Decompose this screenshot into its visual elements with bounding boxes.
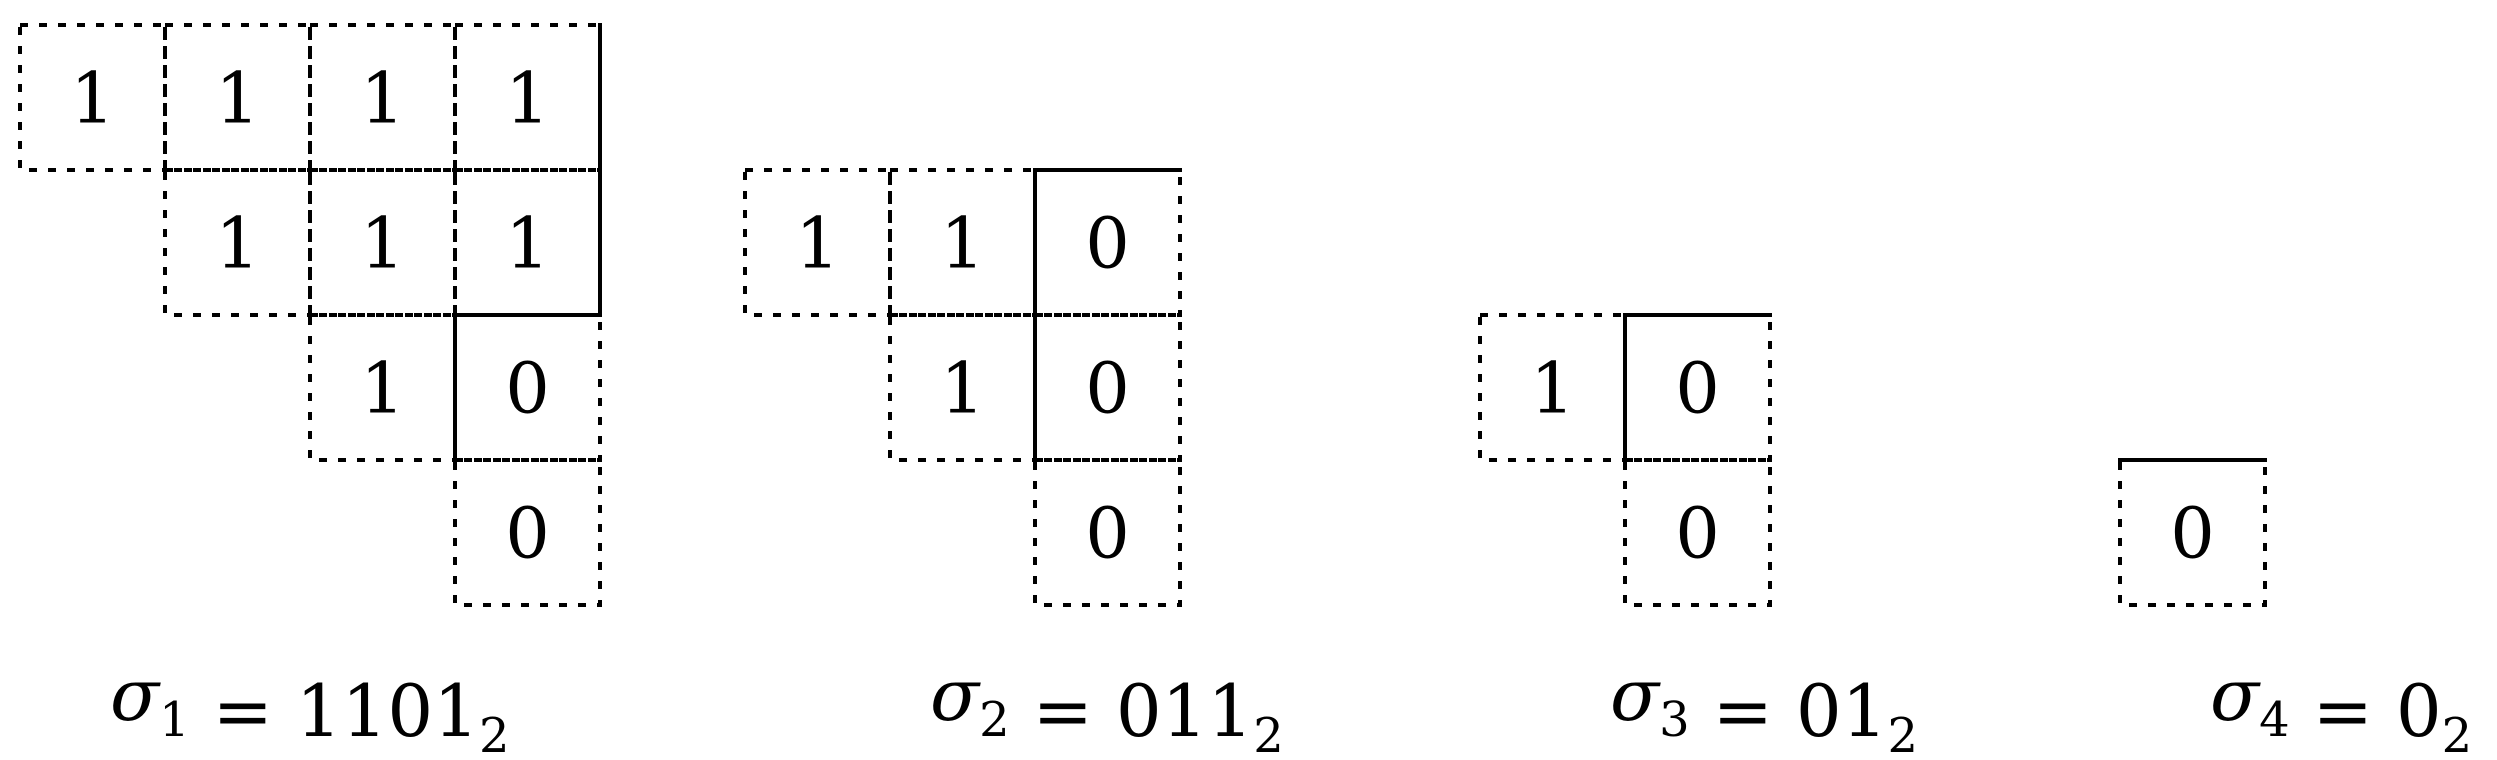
- label-equals: =: [1033, 669, 1093, 753]
- cell-border: [163, 23, 312, 172]
- cell-digit: 1: [215, 203, 260, 285]
- label-sigma: σ: [110, 653, 161, 737]
- cell-digit: 1: [215, 58, 260, 140]
- cell-border: [1033, 313, 1182, 462]
- cell-border: [743, 168, 892, 317]
- label-index: 2: [979, 692, 1010, 748]
- cell-border: [888, 313, 1037, 462]
- cell-border: [888, 168, 1037, 317]
- label-bits: 01: [1796, 669, 1888, 753]
- label-equals: =: [2313, 669, 2373, 753]
- label-index: 4: [2259, 692, 2290, 748]
- label-base: 2: [1253, 708, 1284, 760]
- label-bits: 0: [2396, 669, 2442, 753]
- label-index: 3: [1659, 692, 1690, 748]
- cell-digit: 0: [1085, 493, 1130, 575]
- cell-border: [1033, 168, 1182, 317]
- sigma-label: σ2 = 0112: [930, 653, 1284, 760]
- cell-digits: 1 1 1 1 1 1 1 1 0 0 1 1 0 1 0 0 1 0 0 0: [70, 58, 2215, 575]
- sigma-label: σ1 = 11012: [110, 653, 510, 760]
- cell-digit: 0: [505, 493, 550, 575]
- label-sigma: σ: [930, 653, 981, 737]
- cell-border: [308, 23, 457, 172]
- cell-digit: 0: [2170, 493, 2215, 575]
- cell-digit: 0: [505, 348, 550, 430]
- cell-digit: 1: [505, 58, 550, 140]
- sigma-label: σ3 = 012: [1610, 653, 1918, 760]
- cell-digit: 1: [940, 348, 985, 430]
- cell-border: [453, 313, 602, 462]
- cell-digit: 0: [1675, 348, 1720, 430]
- label-sigma: σ: [1610, 653, 1661, 737]
- cell-digit: 1: [360, 348, 405, 430]
- label-equals: =: [213, 669, 273, 753]
- cell-border: [308, 168, 457, 317]
- cell-digit: 0: [1085, 348, 1130, 430]
- cell-digit: 1: [1530, 348, 1575, 430]
- label-base: 2: [2442, 708, 2473, 760]
- cell-digit: 1: [360, 203, 405, 285]
- sigma-label: σ4 = 02: [2210, 653, 2472, 760]
- solid-boundary-path: [453, 23, 2267, 462]
- cell-border: [1623, 313, 1772, 462]
- cell-border: [308, 313, 457, 462]
- cell-border: [2118, 458, 2267, 607]
- cell-border: [1033, 458, 1182, 607]
- cell-digit: 1: [795, 203, 840, 285]
- label-base: 2: [479, 708, 510, 760]
- cell-digit: 1: [940, 203, 985, 285]
- cell-digit: 1: [70, 58, 115, 140]
- cell-border: [18, 23, 167, 172]
- label-bits: 011: [1116, 669, 1253, 753]
- cell-digit: 0: [1085, 203, 1130, 285]
- cell-border: [1623, 458, 1772, 607]
- label-sigma: σ: [2210, 653, 2261, 737]
- cell-border: [453, 23, 602, 172]
- cell-border: [453, 458, 602, 607]
- label-base: 2: [1887, 708, 1918, 760]
- label-bits: 1101: [296, 669, 479, 753]
- label-equals: =: [1713, 669, 1773, 753]
- cell-digit: 0: [1675, 493, 1720, 575]
- cell-border: [163, 168, 312, 317]
- cell-digit: 1: [360, 58, 405, 140]
- cell-border: [1478, 313, 1627, 462]
- label-index: 1: [159, 692, 190, 748]
- dotted-cell-borders: [18, 23, 2267, 607]
- cell-digit: 1: [505, 203, 550, 285]
